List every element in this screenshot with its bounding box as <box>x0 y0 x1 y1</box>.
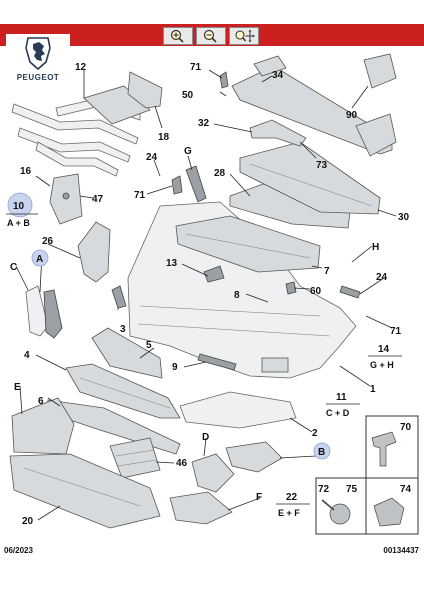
label-d[interactable]: D <box>202 432 209 443</box>
label-46[interactable]: 46 <box>176 458 188 469</box>
undertray-e[interactable] <box>11 397 75 455</box>
label-h[interactable]: H <box>372 242 379 253</box>
label-12[interactable]: 12 <box>75 62 87 73</box>
label-a-bubble <box>31 249 49 267</box>
label-7[interactable]: 7 <box>324 266 330 277</box>
lower-grille-4[interactable] <box>65 363 181 419</box>
svg-text:22: 22 <box>286 492 298 503</box>
label-c[interactable]: C <box>10 262 17 273</box>
label-90[interactable]: 90 <box>346 110 358 121</box>
fog-light-housing-26[interactable] <box>77 221 111 283</box>
label-9[interactable]: 9 <box>172 362 178 373</box>
lower-grille-5[interactable] <box>91 327 163 379</box>
zoom-out-icon <box>203 29 217 43</box>
svg-text:14: 14 <box>378 344 390 355</box>
zoom-out-button[interactable] <box>196 27 226 45</box>
label-18[interactable]: 18 <box>158 132 170 143</box>
label-5[interactable]: 5 <box>146 340 152 351</box>
label-32[interactable]: 32 <box>198 118 210 129</box>
label-73[interactable]: 73 <box>316 160 328 171</box>
module-90[interactable] <box>363 53 397 89</box>
label-e[interactable]: E <box>14 382 21 393</box>
toolbar <box>0 24 424 46</box>
footer-date: 06/2023 <box>4 546 33 555</box>
label-71c[interactable]: 71 <box>390 326 402 337</box>
undertray-20[interactable] <box>9 453 161 529</box>
group-22[interactable]: 22 E + F <box>276 492 310 518</box>
label-50[interactable]: 50 <box>182 90 194 101</box>
trim-f[interactable] <box>169 491 233 525</box>
label-71[interactable]: 71 <box>134 190 146 201</box>
skid-plate-2[interactable] <box>179 391 297 429</box>
svg-text:11: 11 <box>336 392 347 403</box>
label-b-bubble <box>313 442 331 460</box>
svg-text:G + H: G + H <box>370 360 394 370</box>
label-47[interactable]: 47 <box>92 194 104 205</box>
footer-reference: 00134437 <box>383 546 419 555</box>
bracket-32[interactable] <box>249 119 307 147</box>
group-10-bubble <box>7 192 33 218</box>
bracket-47[interactable] <box>49 173 83 225</box>
zoom-pan-icon <box>235 29 255 43</box>
fastener-box-74[interactable]: 74 <box>365 477 419 535</box>
group-11[interactable]: 11 C + D <box>326 392 360 418</box>
brand-name: PEUGEOT <box>16 73 60 82</box>
parts-diagram: 12 18 16 47 24 71 G 71 50 32 73 34 90 28… <box>6 53 419 535</box>
label-4[interactable]: 4 <box>24 350 30 361</box>
svg-text:E + F: E + F <box>278 508 300 518</box>
zoom-in-button[interactable] <box>163 27 193 45</box>
fastener-box-72-75[interactable]: 72 75 <box>315 477 367 535</box>
leader-lines <box>15 69 397 521</box>
trim-b[interactable] <box>225 441 283 473</box>
label-1[interactable]: 1 <box>370 384 376 395</box>
group-14[interactable]: 14 G + H <box>368 344 402 370</box>
label-13[interactable]: 13 <box>166 258 178 269</box>
group-10[interactable]: 10 A + B <box>6 201 38 228</box>
label-28[interactable]: 28 <box>214 168 226 179</box>
svg-text:C + D: C + D <box>326 408 350 418</box>
impact-absorber-7[interactable] <box>175 215 321 273</box>
reinforcement-beam-34[interactable] <box>231 55 397 157</box>
upper-grille-strips[interactable] <box>11 97 141 177</box>
svg-text:70: 70 <box>400 422 412 433</box>
label-16[interactable]: 16 <box>20 166 32 177</box>
label-26[interactable]: 26 <box>42 236 54 247</box>
svg-text:75: 75 <box>346 484 358 495</box>
label-a[interactable]: A <box>36 254 43 265</box>
label-6[interactable]: 6 <box>38 396 44 407</box>
label-g[interactable]: G <box>184 146 192 157</box>
side-trim-c[interactable] <box>25 285 49 337</box>
svg-text:74: 74 <box>400 484 412 495</box>
label-3[interactable]: 3 <box>120 324 126 335</box>
label-2[interactable]: 2 <box>312 428 318 439</box>
label-20[interactable]: 20 <box>22 516 34 527</box>
brand-logo: PEUGEOT <box>6 34 70 86</box>
lion-emblem-icon <box>25 37 51 71</box>
label-24[interactable]: 24 <box>146 152 158 163</box>
label-34[interactable]: 34 <box>272 70 284 81</box>
label-8[interactable]: 8 <box>234 290 240 301</box>
small-clips[interactable] <box>111 71 361 371</box>
label-24b[interactable]: 24 <box>376 272 388 283</box>
svg-text:72: 72 <box>318 484 330 495</box>
svg-text:10: 10 <box>13 201 25 212</box>
bracket-18[interactable] <box>127 71 163 109</box>
label-71b[interactable]: 71 <box>190 62 202 73</box>
zoom-pan-button[interactable] <box>229 27 259 45</box>
zoom-controls <box>163 27 259 45</box>
trim-d[interactable] <box>191 453 235 493</box>
label-b[interactable]: B <box>318 447 325 458</box>
label-60[interactable]: 60 <box>310 286 322 297</box>
label-f[interactable]: F <box>256 492 262 503</box>
part-labels: 12 18 16 47 24 71 G 71 50 32 73 34 90 28… <box>10 62 410 527</box>
side-trim-a[interactable] <box>43 289 63 339</box>
fastener-box-70[interactable]: 70 <box>365 415 419 479</box>
label-30[interactable]: 30 <box>398 212 410 223</box>
mesh-46[interactable] <box>109 437 161 479</box>
zoom-in-icon <box>170 29 184 43</box>
svg-text:A + B: A + B <box>7 218 30 228</box>
